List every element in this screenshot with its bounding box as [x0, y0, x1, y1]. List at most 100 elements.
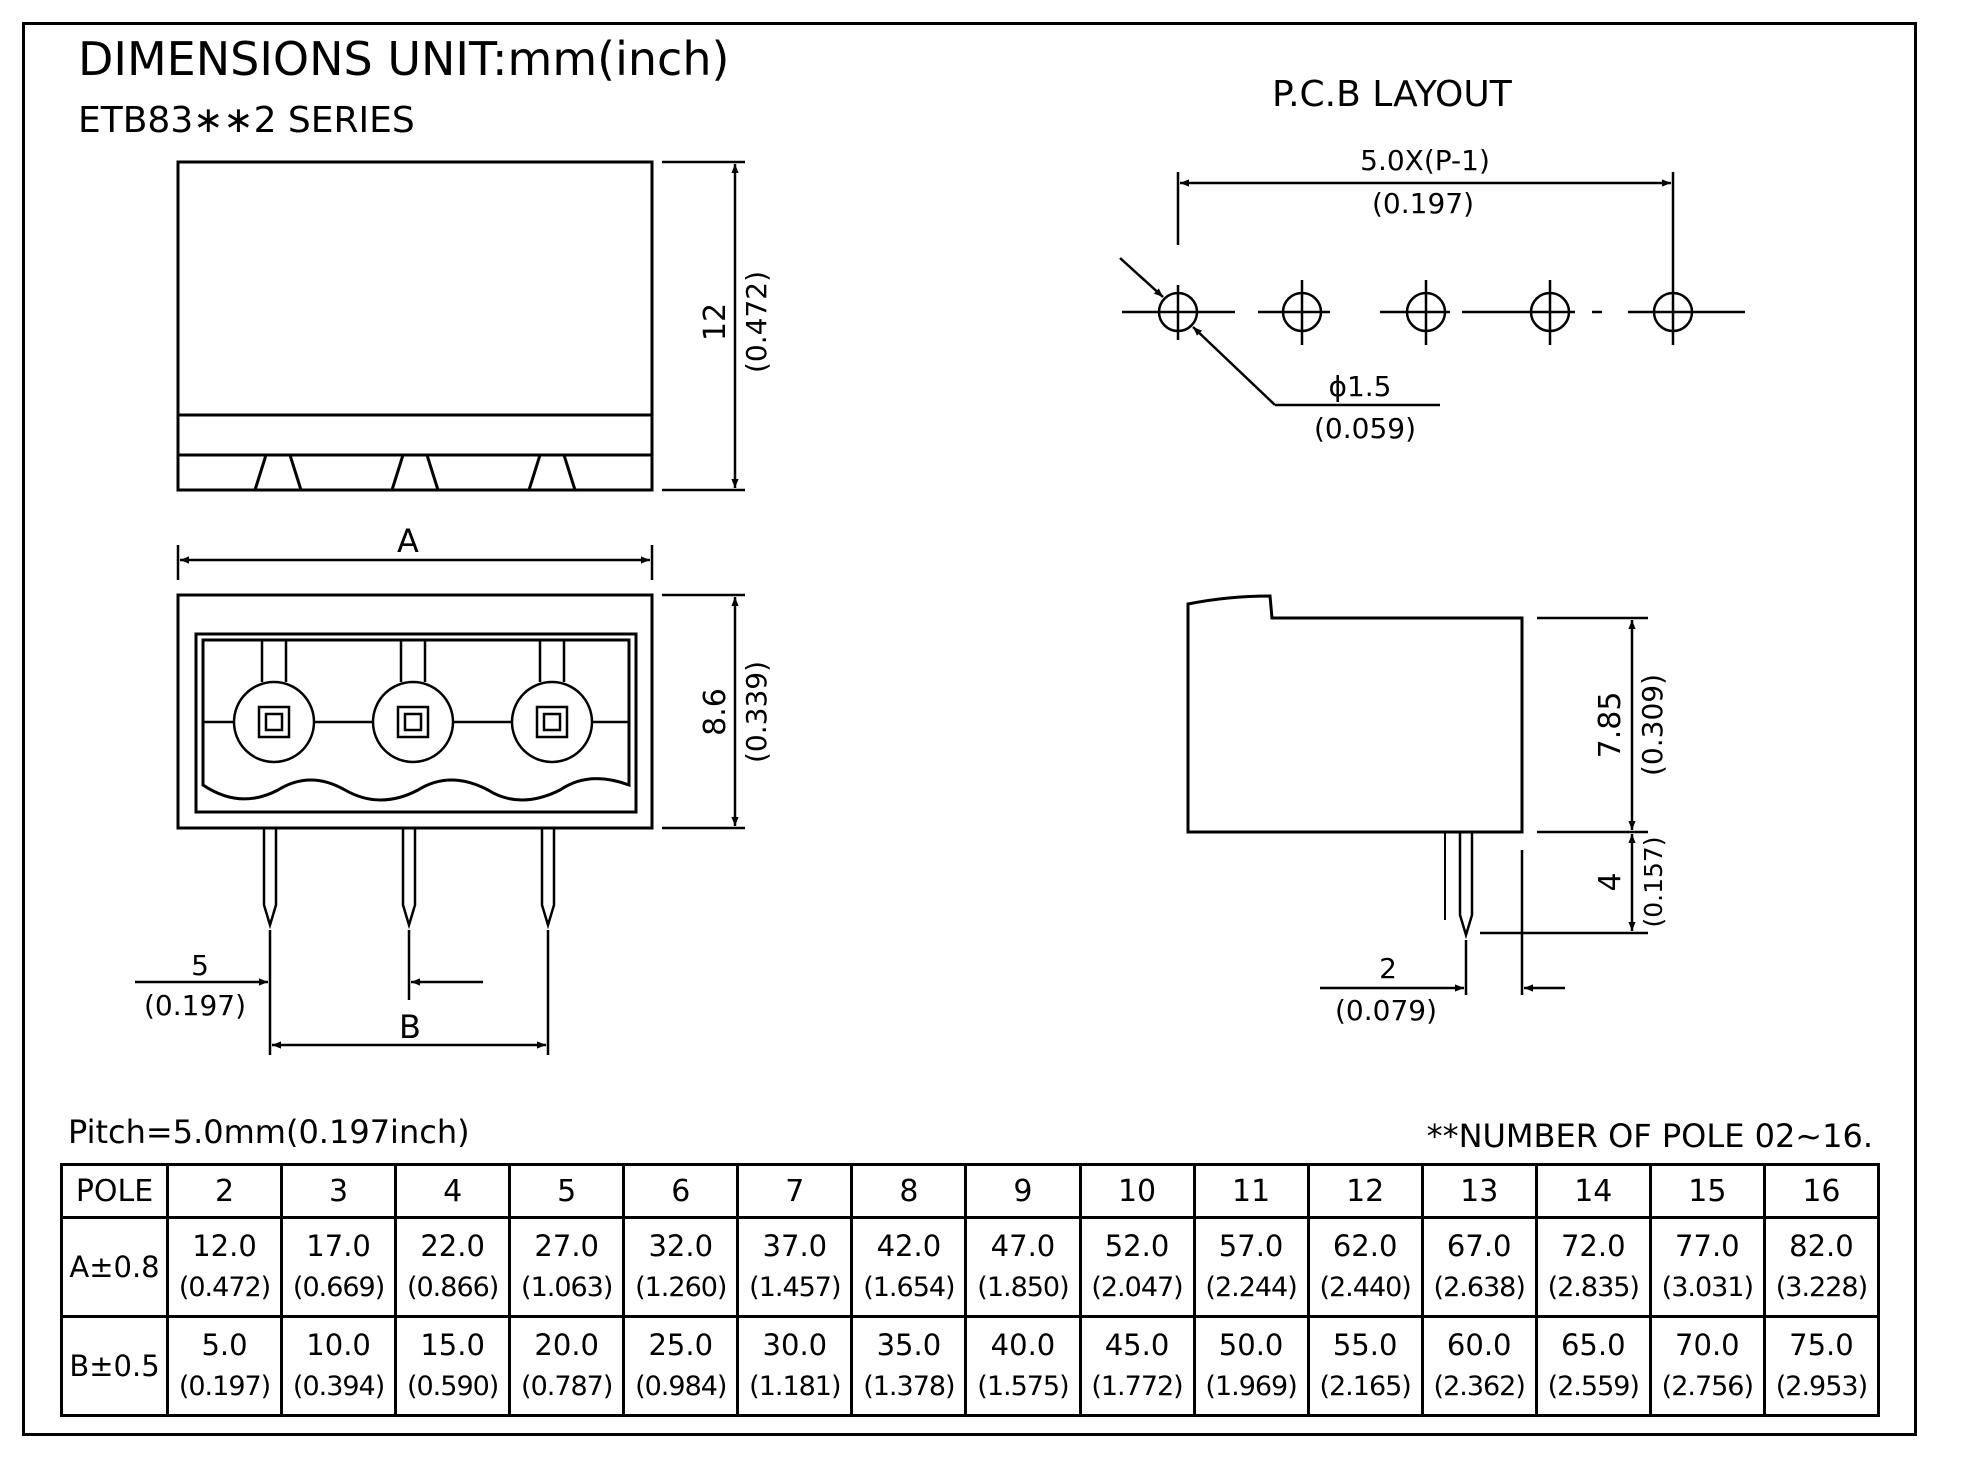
pole-count: 2 [165, 1163, 284, 1219]
dimension-cell: 42.0(1.654) [850, 1216, 968, 1318]
value-inch: (1.575) [977, 1371, 1069, 1402]
value-mm: 42.0 [876, 1229, 942, 1263]
height-mm: 12 [698, 303, 733, 341]
side-dimensions [1320, 616, 1648, 995]
value-inch: (0.197) [178, 1371, 271, 1402]
depth-inch: (0.339) [740, 661, 773, 763]
dimension-cell: 10.0 (0.394) [280, 1315, 398, 1417]
value-inch: (2.953) [1775, 1371, 1868, 1402]
pole-count: 7 [736, 1163, 854, 1219]
value-mm: 15.0 [420, 1328, 485, 1362]
value-inch: (0.590) [406, 1371, 499, 1402]
dimension-table: POLE 2 3 4 5 6 7 8 9 10 11 12 13 14 15 1… [60, 1163, 1881, 1417]
value-mm: 77.0 [1675, 1229, 1740, 1263]
value-mm: 17.0 [306, 1229, 371, 1263]
height-inch: (0.472) [740, 271, 773, 373]
pitch-mm: 5 [191, 949, 209, 982]
row-label: B±0.5 [60, 1315, 169, 1417]
dimension-cell: 45.0(1.772) [1078, 1315, 1196, 1417]
value-mm: 30.0 [762, 1328, 828, 1362]
pcb-span-mm: 5.0X(P-1) [1360, 144, 1490, 177]
height-dimension [662, 160, 745, 492]
value-mm: 57.0 [1218, 1229, 1284, 1263]
dimension-cell: 50.0 (1.969) [1192, 1315, 1310, 1417]
pitch-and-b-dimension [135, 930, 550, 1055]
value-inch: (0.669) [292, 1272, 385, 1303]
dimension-cell: 55.0 (2.165) [1306, 1315, 1424, 1417]
value-inch: (1.378) [863, 1371, 955, 1402]
value-mm: 72.0 [1560, 1229, 1626, 1263]
value-mm: 25.0 [648, 1328, 714, 1362]
value-inch: (1.457) [749, 1272, 841, 1303]
value-mm: 52.0 [1104, 1229, 1170, 1263]
dimension-cell: 77.0(3.031) [1648, 1216, 1766, 1318]
front-view [176, 593, 654, 830]
pole-count: 12 [1306, 1163, 1424, 1219]
pole-count-note: **NUMBER OF POLE 02~16. [1426, 1117, 1873, 1155]
value-mm: 45.0 [1104, 1328, 1170, 1362]
dimension-cell: 12.0(0.472) [165, 1216, 284, 1318]
dimension-cell: 25.0(0.984) [622, 1315, 740, 1417]
value-inch: (1.260) [635, 1272, 727, 1303]
dimension-cell: 40.0 (1.575) [964, 1315, 1082, 1417]
hole-diameter-mm: ϕ1.5 [1329, 370, 1392, 403]
dimension-cell: 17.0 (0.669) [280, 1216, 398, 1318]
pole-count: 9 [964, 1163, 1082, 1219]
value-mm: 27.0 [534, 1229, 599, 1263]
pole-count: 10 [1078, 1163, 1196, 1219]
value-mm: 10.0 [306, 1328, 371, 1362]
dimension-cell: 60.0(2.362) [1420, 1315, 1538, 1417]
front-pins [262, 826, 556, 930]
value-inch: (1.181) [749, 1371, 841, 1402]
value-inch: (2.362) [1433, 1371, 1526, 1402]
value-mm: 20.0 [534, 1328, 599, 1362]
pole-count: 14 [1534, 1163, 1652, 1219]
dimension-cell: 22.0 (0.866) [394, 1216, 512, 1318]
dimensions-title: DIMENSIONS UNIT:mm(inch) [78, 32, 730, 86]
dimension-cell: 32.0 (1.260) [622, 1216, 740, 1318]
side-pin-mm: 4 [1593, 872, 1628, 891]
value-mm: 37.0 [762, 1229, 828, 1263]
top-view [176, 160, 654, 492]
pole-count: 3 [280, 1163, 398, 1219]
label-a: A [397, 522, 419, 560]
value-mm: 65.0 [1560, 1328, 1626, 1362]
drawing-frame [22, 22, 1917, 1436]
side-pitch-mm: 2 [1379, 952, 1397, 985]
value-inch: (1.063) [521, 1272, 613, 1303]
pole-count: 13 [1420, 1163, 1538, 1219]
pcb-layout-title: P.C.B LAYOUT [1272, 74, 1512, 115]
value-inch: (1.969) [1205, 1371, 1297, 1402]
side-pitch-inch: (0.079) [1335, 994, 1437, 1027]
value-mm: 12.0 [192, 1229, 257, 1263]
dimension-cell: 5.0(0.197) [165, 1315, 284, 1417]
value-inch: (0.866) [406, 1272, 499, 1303]
value-inch: (2.165) [1319, 1371, 1411, 1402]
dimension-cell: 62.0(2.440) [1306, 1216, 1424, 1318]
value-mm: 67.0 [1446, 1229, 1512, 1263]
dimension-cell: 30.0 (1.181) [736, 1315, 854, 1417]
value-mm: 22.0 [420, 1229, 485, 1263]
value-mm: 47.0 [990, 1229, 1056, 1263]
value-inch: (2.638) [1433, 1272, 1526, 1303]
dimension-cell: 47.0(1.850) [964, 1216, 1082, 1318]
pole-header-label: POLE [60, 1163, 169, 1219]
pole-count: 4 [394, 1163, 512, 1219]
pitch-note: Pitch=5.0mm(0.197inch) [68, 1113, 470, 1151]
value-mm: 50.0 [1218, 1328, 1284, 1362]
pcb-span-dimension [1176, 172, 1675, 280]
value-mm: 40.0 [990, 1328, 1056, 1362]
row-label: A±0.8 [60, 1216, 169, 1318]
dimension-cell: 37.0 (1.457) [736, 1216, 854, 1318]
dimension-cell: 27.0 (1.063) [508, 1216, 626, 1318]
value-inch: (0.394) [292, 1371, 385, 1402]
value-inch: (2.559) [1547, 1371, 1640, 1402]
value-mm: 55.0 [1332, 1328, 1398, 1362]
value-mm: 32.0 [648, 1229, 714, 1263]
dimension-cell: 52.0(2.047) [1078, 1216, 1196, 1318]
value-inch: (2.440) [1319, 1272, 1411, 1303]
series-label: ETB83∗∗2 SERIES [78, 100, 415, 141]
hole-diameter-inch: (0.059) [1314, 412, 1416, 445]
label-b: B [399, 1008, 421, 1046]
